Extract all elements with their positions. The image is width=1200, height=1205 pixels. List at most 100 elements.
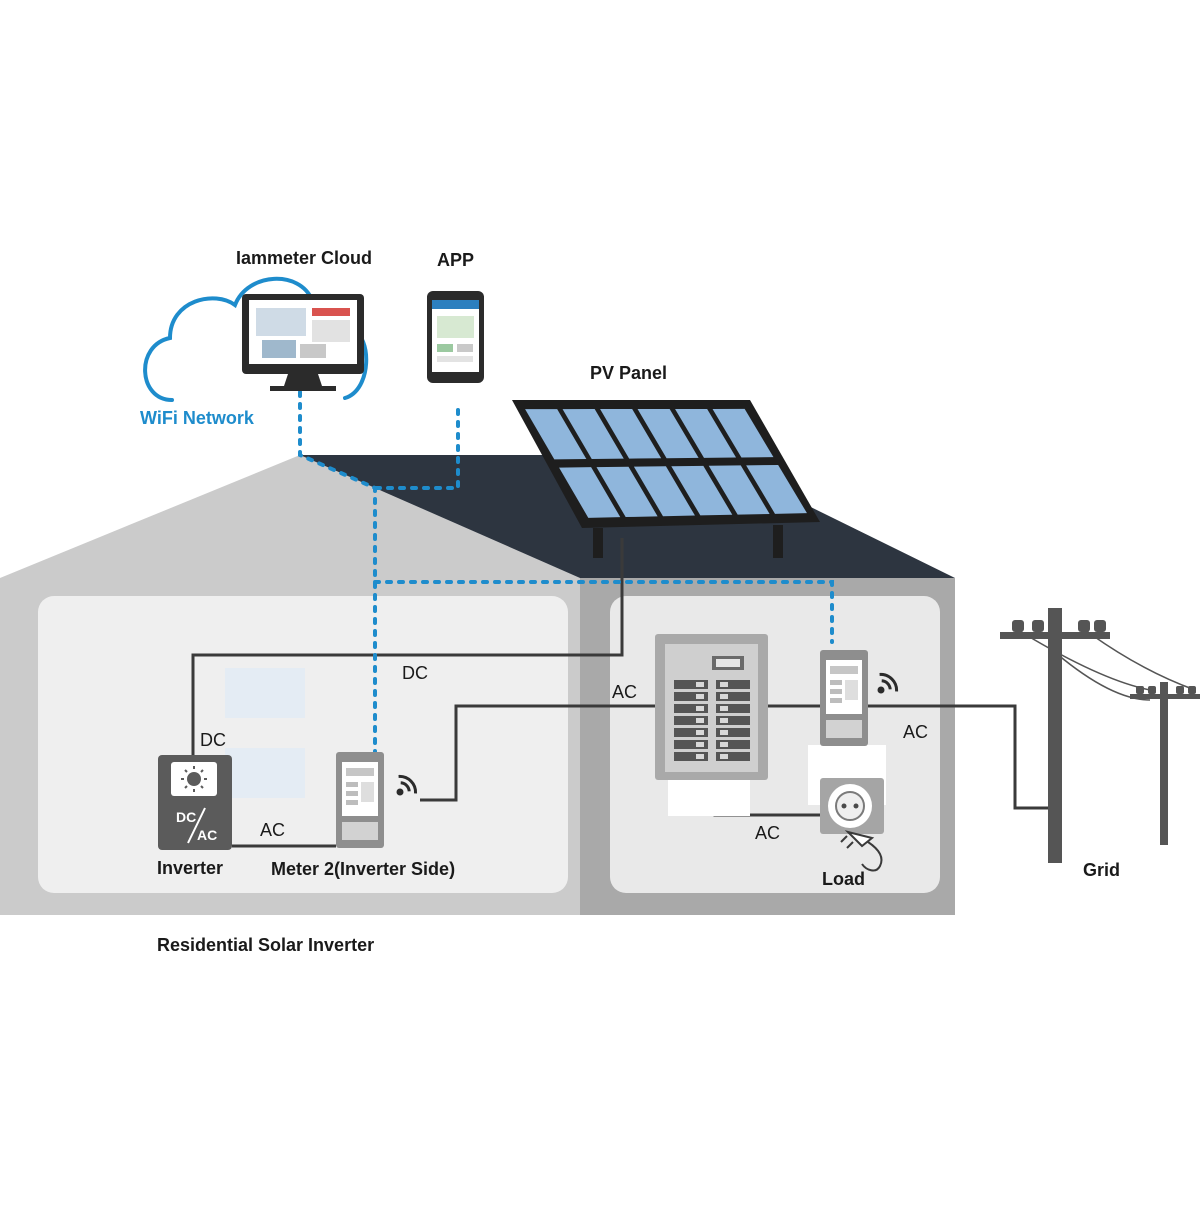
pole-insulator: [1176, 686, 1184, 694]
pole-insulator: [1188, 686, 1196, 694]
ac-panel-grid-label: AC: [903, 722, 928, 742]
plug-icon: [840, 830, 883, 872]
house: [0, 455, 955, 915]
pv-cell: [600, 409, 662, 459]
breaker-panel: [655, 634, 768, 816]
pole-insulator: [1032, 620, 1044, 632]
power-line: [1049, 647, 1151, 701]
ac-meter-panel-label: AC: [612, 682, 637, 702]
socket-hole: [853, 803, 859, 809]
breaker-toggle: [696, 742, 704, 747]
meter-2-terminal: [342, 822, 378, 840]
breaker-toggle: [720, 718, 728, 723]
breaker-switch: [716, 740, 750, 749]
socket-hole: [841, 803, 847, 809]
breaker-toggle: [696, 694, 704, 699]
pv-cell: [675, 408, 737, 458]
breaker-toggle: [720, 694, 728, 699]
meter-1-row: [830, 680, 842, 685]
breaker-toggle: [720, 706, 728, 711]
wifi-link-cloud: [298, 390, 377, 757]
meter-2-row: [346, 800, 358, 805]
breaker-toggle: [696, 754, 704, 759]
breaker-switch: [716, 704, 750, 713]
pv-leg-left: [593, 528, 603, 558]
screen-panel: [300, 344, 326, 358]
screen-panel: [312, 320, 350, 342]
grid-label: Grid: [1083, 860, 1120, 880]
wifi-links: [298, 390, 834, 757]
breaker-switch: [674, 752, 708, 761]
breaker-switches: [674, 680, 750, 761]
pv-cell: [708, 465, 770, 515]
pv-cells: [525, 408, 807, 518]
meter-2-row: [346, 782, 358, 787]
ac-inverter-meter-label: AC: [260, 820, 285, 840]
monitor-base: [270, 386, 336, 391]
app-label: APP: [437, 250, 474, 270]
pole-insulator: [1148, 686, 1156, 694]
app-tile: [437, 344, 453, 352]
breaker-switch: [674, 728, 708, 737]
inverter-ac-mark: AC: [197, 827, 217, 843]
wifi-signal-icon: [877, 672, 899, 694]
cloud-label: Iammeter Cloud: [236, 248, 372, 268]
window-pane: [225, 668, 305, 718]
breaker-toggle: [720, 682, 728, 687]
wifi-network-label: WiFi Network: [140, 408, 255, 428]
utility-pole-small: [1160, 682, 1168, 845]
cloud-server: [143, 276, 369, 402]
meter-1-row: [830, 689, 842, 694]
app-tile: [437, 356, 473, 362]
pole-crossarm: [1000, 632, 1110, 639]
inverter-device: DC AC: [158, 755, 232, 850]
meter-1-display: [830, 666, 858, 674]
pv-panel-label: PV Panel: [590, 363, 667, 383]
breaker-switch: [674, 692, 708, 701]
meter-1-terminal: [826, 720, 862, 738]
ac-panel-load-label: AC: [755, 823, 780, 843]
dc-left-label: DC: [200, 730, 226, 750]
breaker-toggle: [696, 706, 704, 711]
breaker-switch: [716, 728, 750, 737]
breaker-toggle: [696, 682, 704, 687]
pv-leg-right: [773, 525, 783, 558]
screen-panel: [312, 308, 350, 316]
breaker-toggle: [696, 730, 704, 735]
meter-1-row: [845, 680, 858, 700]
app-tile: [457, 344, 473, 352]
inverter-slash: [187, 807, 206, 844]
pole-insulator: [1136, 686, 1144, 694]
app-header: [432, 300, 479, 309]
main-breaker-label: [716, 659, 740, 667]
inverter-label: Inverter: [157, 858, 223, 878]
meter-2-display: [346, 768, 374, 776]
pv-cell: [746, 464, 807, 514]
breaker-switch: [674, 704, 708, 713]
screen-panel: [256, 308, 306, 336]
breaker-toggle: [696, 718, 704, 723]
load-label: Load: [822, 869, 865, 889]
utility-pole-main: [1048, 608, 1062, 863]
dc-top-label: DC: [402, 663, 428, 683]
wifi-signal-icon: [396, 774, 418, 796]
pole-insulator: [1078, 620, 1090, 632]
breaker-switch: [674, 680, 708, 689]
app-chart: [437, 316, 474, 338]
ac-wire-grid: [868, 704, 1048, 810]
breaker-switch: [716, 752, 750, 761]
breaker-toggle: [720, 754, 728, 759]
breaker-toggle: [720, 742, 728, 747]
meter-1-row: [830, 698, 842, 703]
breaker-switch: [716, 680, 750, 689]
labels: Iammeter Cloud APP PV Panel WiFi Network…: [140, 248, 1120, 955]
breaker-switch: [716, 716, 750, 725]
inverter-dc-mark: DC: [176, 809, 196, 825]
pv-cell: [562, 409, 624, 459]
breaker-switch: [674, 740, 708, 749]
utility-grid: [1000, 608, 1200, 863]
pv-cell: [559, 467, 621, 518]
screen-panel: [262, 340, 296, 358]
sun-icon: [187, 772, 201, 786]
